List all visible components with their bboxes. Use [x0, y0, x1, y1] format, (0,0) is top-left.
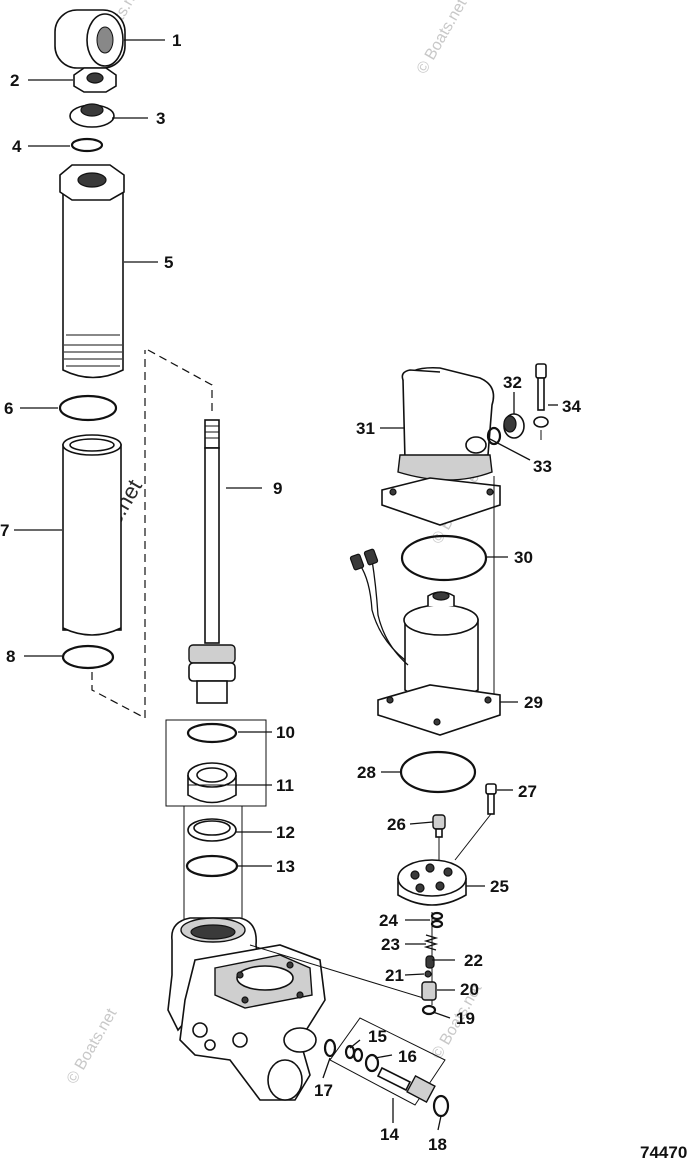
group-box-10-11	[165, 719, 267, 807]
part-28-o-ring	[399, 750, 477, 794]
callout-5: 5	[164, 253, 173, 272]
part-1-cap	[54, 9, 126, 69]
part-34-screw	[533, 363, 549, 428]
part-25-pump	[397, 859, 467, 906]
watermark-2: © Boats.net	[414, 0, 471, 77]
part-10-ring	[186, 722, 238, 744]
part-18-o-ring	[432, 1094, 450, 1118]
diagram-id: 74470	[640, 1143, 687, 1162]
callout-12: 12	[276, 823, 295, 842]
manifold-body	[167, 917, 326, 1101]
callout-28: 28	[357, 763, 376, 782]
part-12-ring	[187, 818, 237, 842]
callout-30: 30	[514, 548, 533, 567]
watermarks: © Boats.net © Boats.net © Boats.net © Bo…	[64, 0, 486, 1087]
part-3-seal	[69, 103, 115, 128]
callout-31: 31	[356, 419, 375, 438]
callout-19: 19	[456, 1009, 475, 1028]
part-29-pump-motor	[349, 548, 501, 736]
callout-24: 24	[379, 911, 398, 930]
part-21-ball	[424, 970, 432, 978]
part-2-nut	[73, 67, 117, 93]
callout-1: 1	[172, 31, 181, 50]
part-30-o-ring	[400, 534, 488, 582]
part-27-screw	[485, 783, 497, 815]
watermark-3: © Boats.net	[64, 1005, 121, 1087]
callout-20: 20	[460, 980, 479, 999]
guide-line-27	[454, 813, 492, 861]
part-6-o-ring	[58, 394, 118, 422]
guide-dashed-left	[91, 349, 213, 719]
part-14-valve	[376, 1066, 436, 1104]
part-33-o-ring	[486, 426, 502, 446]
callout-11: 11	[276, 776, 294, 795]
callout-34: 34	[562, 397, 581, 416]
callout-27: 27	[518, 782, 537, 801]
part-23-spring	[423, 934, 439, 951]
callout-15: 15	[368, 1027, 387, 1046]
part-24-o-rings	[430, 911, 444, 929]
part-20-fitting	[421, 981, 437, 1001]
callout-7: 7	[0, 521, 9, 540]
callout-labels: 1 2 3 4 5 6 7 8 9 10 11 12 13 14 15 16 1…	[0, 31, 687, 1162]
callout-9: 9	[273, 479, 282, 498]
callout-33: 33	[533, 457, 552, 476]
callout-14: 14	[380, 1125, 399, 1144]
part-16-o-ring	[364, 1053, 380, 1073]
callout-6: 6	[4, 399, 13, 418]
part-19-o-ring	[421, 1004, 437, 1016]
part-13-ring	[185, 854, 239, 878]
callout-16: 16	[398, 1047, 417, 1066]
part-22-spool	[425, 955, 435, 969]
part-31-motor-cover	[381, 366, 501, 526]
callout-21: 21	[385, 966, 404, 985]
part-32-plug	[503, 413, 525, 439]
part-15-o-rings	[344, 1044, 364, 1063]
guide-line-manifold	[249, 944, 431, 1001]
part-5-cylinder	[59, 164, 125, 379]
part-4-o-ring	[70, 137, 104, 153]
callout-13: 13	[276, 857, 295, 876]
callout-8: 8	[6, 647, 15, 666]
callout-29: 29	[524, 693, 543, 712]
callout-18: 18	[428, 1135, 447, 1154]
part-9-piston-rod	[188, 419, 236, 704]
callout-17: 17	[314, 1081, 333, 1100]
callout-4: 4	[12, 137, 22, 156]
callout-26: 26	[387, 815, 406, 834]
part-17-o-ring	[323, 1038, 337, 1058]
callout-2: 2	[10, 71, 19, 90]
callout-3: 3	[156, 109, 165, 128]
part-11-piston	[187, 762, 237, 804]
callout-22: 22	[464, 951, 483, 970]
callout-32: 32	[503, 373, 522, 392]
group-box-14-16	[329, 1017, 446, 1106]
part-7-tube	[62, 434, 122, 636]
part-8-o-ring	[61, 644, 115, 670]
callout-23: 23	[381, 935, 400, 954]
callout-25: 25	[490, 877, 509, 896]
callout-10: 10	[276, 723, 295, 742]
leader-lines	[14, 39, 558, 1131]
part-26-plug	[432, 814, 446, 838]
